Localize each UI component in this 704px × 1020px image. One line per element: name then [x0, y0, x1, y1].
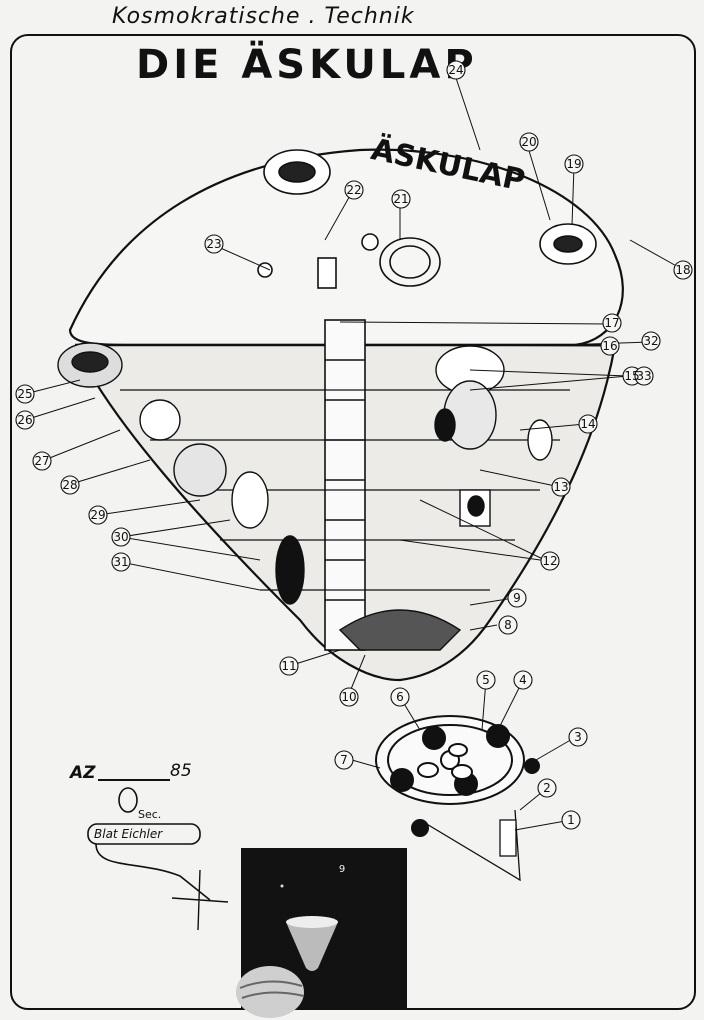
callout-20: 20	[521, 135, 536, 149]
callout-33: 33	[636, 369, 651, 383]
callout-27: 27	[34, 454, 49, 468]
callout-17: 17	[604, 316, 619, 330]
callout-14: 14	[580, 417, 595, 431]
ring-module	[375, 715, 540, 882]
callout-6: 6	[396, 690, 404, 704]
central-shaft	[324, 319, 366, 651]
callout-16: 16	[602, 339, 617, 353]
signature-mark	[118, 787, 138, 813]
space-inset: 9	[236, 848, 407, 1018]
callout-3: 3	[574, 730, 582, 744]
callout-31: 31	[113, 555, 128, 569]
callout-11: 11	[281, 659, 296, 673]
callout-2: 2	[543, 781, 551, 795]
signature-year: 85	[170, 761, 192, 781]
callout-8: 8	[504, 618, 512, 632]
callout-32: 32	[643, 334, 658, 348]
top-pods	[257, 149, 597, 289]
callout-15: 15	[624, 369, 639, 383]
callout-24: 24	[448, 63, 463, 77]
signature-cross	[171, 869, 229, 931]
callout-26: 26	[17, 413, 32, 427]
callout-25: 25	[17, 387, 32, 401]
drawing-frame	[10, 34, 696, 1010]
callout-29: 29	[90, 508, 105, 522]
signature-name-box	[87, 823, 201, 845]
callout-numbers: 1 2 3 4 5 6 7 8 9 10 11 12 13 14 15 16 1…	[17, 63, 690, 827]
callout-5: 5	[482, 673, 490, 687]
signature-flourish	[95, 843, 211, 901]
callout-28: 28	[62, 478, 77, 492]
callout-9: 9	[513, 591, 521, 605]
callout-markers	[15, 60, 693, 830]
signature-sec: Sec.	[138, 808, 161, 821]
callout-22: 22	[346, 183, 361, 197]
callout-1: 1	[567, 813, 575, 827]
header-caption: Kosmokratische . Technik	[112, 4, 415, 29]
interior-machinery	[57, 342, 553, 651]
callout-23: 23	[206, 237, 221, 251]
signature-block: AZ 85 Sec. Blat Eichler	[68, 761, 229, 931]
inset-marker: 9	[339, 864, 345, 875]
callout-18: 18	[675, 263, 690, 277]
callout-7: 7	[340, 753, 348, 767]
callout-13: 13	[553, 480, 568, 494]
callout-19: 19	[566, 157, 581, 171]
callout-21: 21	[393, 192, 408, 206]
callout-12: 12	[542, 554, 557, 568]
signature-name: Blat Eichler	[94, 827, 163, 841]
signature-code: AZ	[68, 763, 96, 783]
callout-4: 4	[519, 673, 527, 687]
drawing-title: DIE ÄSKULAP	[136, 42, 478, 88]
callout-10: 10	[341, 690, 356, 704]
inset-ship	[286, 917, 338, 971]
callout-30: 30	[113, 530, 128, 544]
